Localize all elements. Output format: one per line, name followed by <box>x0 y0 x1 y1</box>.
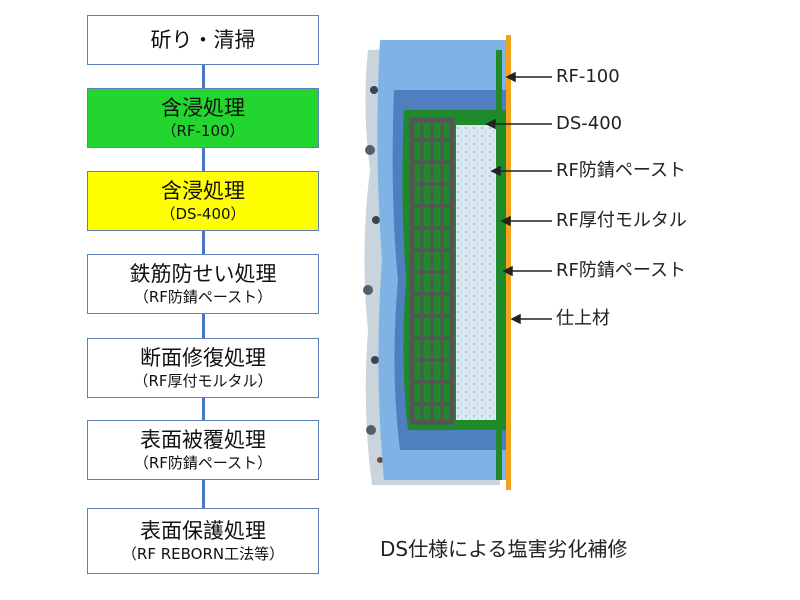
callout-finish-material: 仕上材 <box>556 308 610 329</box>
callout-rf-thick-mortar: RF厚付モルタル <box>556 210 687 231</box>
rf-thick-mortar-layer <box>456 125 496 420</box>
callout-rf100: RF-100 <box>556 66 620 87</box>
rf-rust-paste-layer-outer <box>496 50 502 480</box>
repair-cross-section-illustration <box>363 35 511 490</box>
step-title: 鉄筋防せい処理 <box>129 262 277 286</box>
step-title: 含浸処理 <box>161 96 245 120</box>
step-surface-protection: 表面保護処理 （RF REBORN工法等） <box>87 508 319 574</box>
callout-rf-rust-paste-inner: RF防錆ペースト <box>556 160 686 181</box>
step-material: （RF厚付モルタル） <box>133 372 273 390</box>
step-material: （RF REBORN工法等） <box>121 545 285 563</box>
rebar-cage <box>409 117 455 425</box>
step-title: 表面被覆処理 <box>140 428 266 452</box>
step-impregnation-rf100: 含浸処理 （RF-100） <box>87 88 319 148</box>
step-chipping-cleaning: 斫り・清掃 <box>87 15 319 65</box>
step-material: （DS-400） <box>160 205 246 223</box>
step-title: 斫り・清掃 <box>150 28 256 52</box>
callout-rf-rust-paste-outer: RF防錆ペースト <box>556 260 686 281</box>
step-material: （RF-100） <box>161 122 245 140</box>
step-surface-coating: 表面被覆処理 （RF防錆ペースト） <box>87 420 319 480</box>
step-title: 表面保護処理 <box>140 519 266 543</box>
step-section-repair: 断面修復処理 （RF厚付モルタル） <box>87 338 319 398</box>
step-title: 含浸処理 <box>161 179 245 203</box>
finish-layer <box>506 35 511 490</box>
step-material: （RF防錆ペースト） <box>133 454 273 472</box>
callout-ds400: DS-400 <box>556 113 623 134</box>
diagram-caption: DS仕様による塩害劣化補修 <box>380 537 628 561</box>
step-rebar-rust-prevention: 鉄筋防せい処理 （RF防錆ペースト） <box>87 254 319 314</box>
step-impregnation-ds400: 含浸処理 （DS-400） <box>87 171 319 231</box>
step-material: （RF防錆ペースト） <box>133 288 273 306</box>
step-title: 断面修復処理 <box>140 346 266 370</box>
